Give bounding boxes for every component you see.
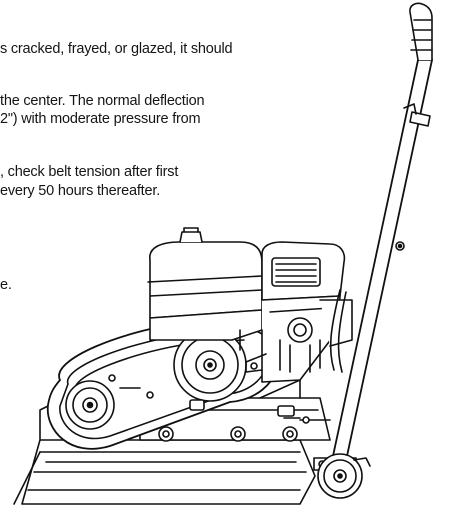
isolator-mounts: [190, 400, 294, 416]
text-line-moderate-pressure: 2") with moderate pressure from: [0, 111, 201, 127]
handle-grip-icon: [410, 3, 432, 60]
transport-wheel: [318, 454, 370, 498]
text-line-center-deflection: the center. The normal deflection: [0, 93, 205, 109]
frame-bolt-icon: [231, 427, 245, 441]
engine-cylinder-icon: [288, 318, 312, 342]
frame-bolt-icon: [159, 427, 173, 441]
text-line-fragment-e: e.: [0, 277, 12, 293]
text-line-check-tension: , check belt tension after first: [0, 164, 179, 180]
fuel-cap-icon: [180, 232, 202, 242]
text-line-every-50-hours: every 50 hours thereafter.: [0, 183, 161, 199]
air-filter-vent-icon: [272, 258, 320, 286]
engine: [148, 228, 352, 382]
base-plate: [14, 400, 315, 504]
text-line-belt-condition: s cracked, frayed, or glazed, it should: [0, 41, 233, 57]
frame-bolt-icon: [283, 427, 297, 441]
